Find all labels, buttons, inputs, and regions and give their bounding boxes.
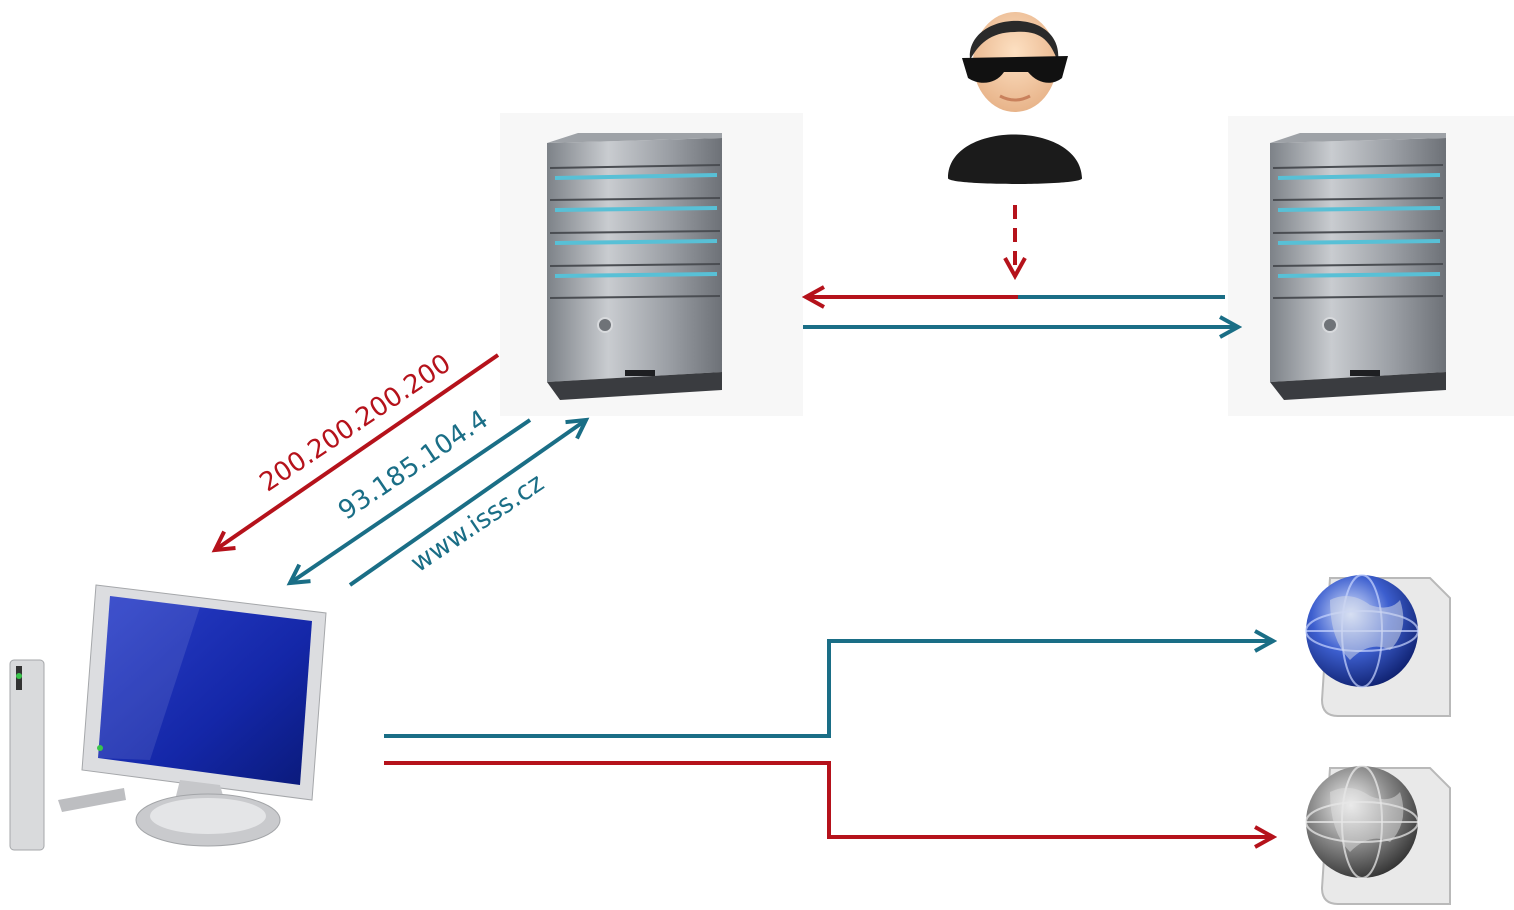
authoritative-server-icon: [1228, 116, 1514, 416]
fake-ip-label: 200.200.200.200: [255, 348, 457, 498]
attacker-icon: [947, 12, 1083, 184]
client-computer-icon: [9, 584, 327, 851]
legit-route-arrow: [384, 641, 1273, 738]
spoofed-reply-arrow: [215, 353, 500, 550]
server-link-arrows: [803, 205, 1238, 327]
real-reply-arrow: [290, 418, 532, 583]
fake-site-icon: [1305, 765, 1451, 905]
legit-site-icon: [1305, 574, 1451, 717]
dns-query-arrow: [348, 420, 586, 587]
spoofed-route-arrow: [384, 761, 1273, 837]
domain-label: www.isss.cz: [405, 468, 549, 579]
client-dns-arrows: [215, 353, 586, 587]
client-site-arrows: [384, 641, 1273, 837]
dns-server-icon: [500, 113, 803, 416]
